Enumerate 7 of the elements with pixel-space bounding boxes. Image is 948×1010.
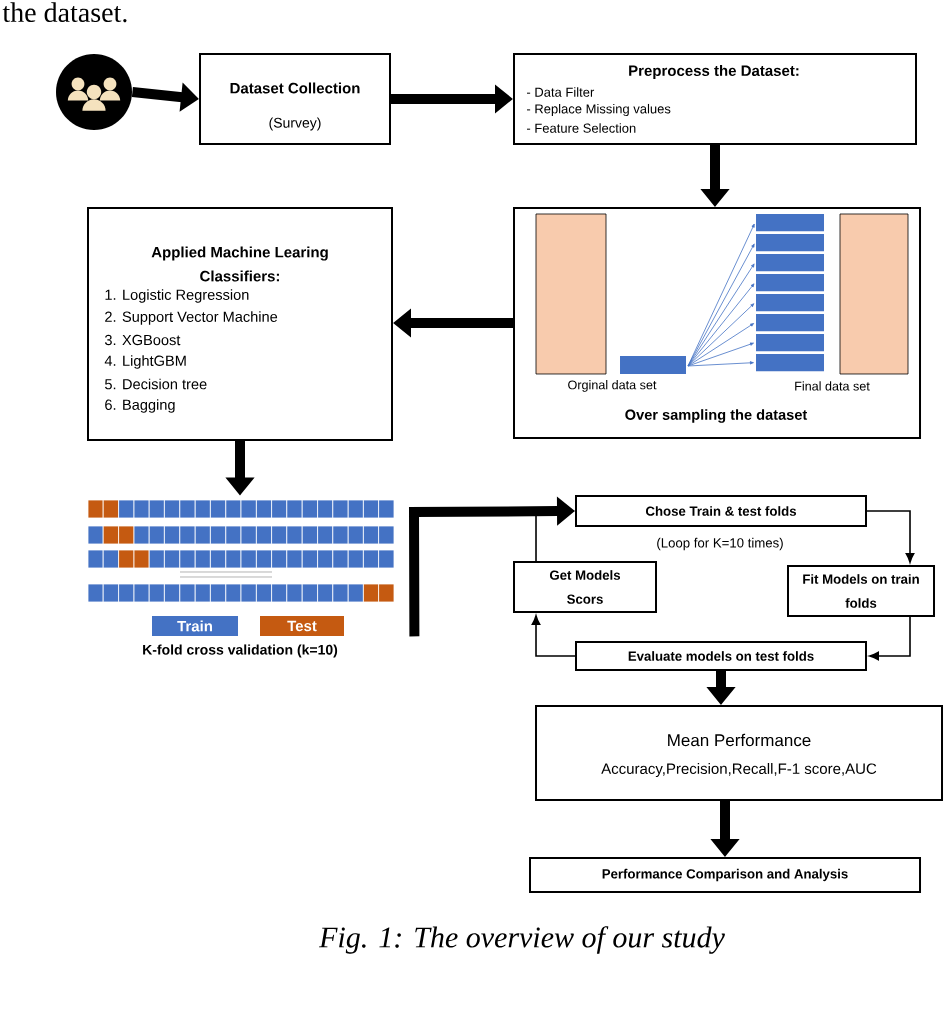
- people-icon: [56, 54, 132, 130]
- figure-caption: Fig. 1: The overview of our study: [318, 926, 725, 954]
- k-fold-drawing: [87, 499, 395, 603]
- arrow: [866, 510, 915, 563]
- arrow: [869, 616, 911, 661]
- note-text: the dataset.: [2, 2, 127, 23]
- arrow: [531, 615, 576, 657]
